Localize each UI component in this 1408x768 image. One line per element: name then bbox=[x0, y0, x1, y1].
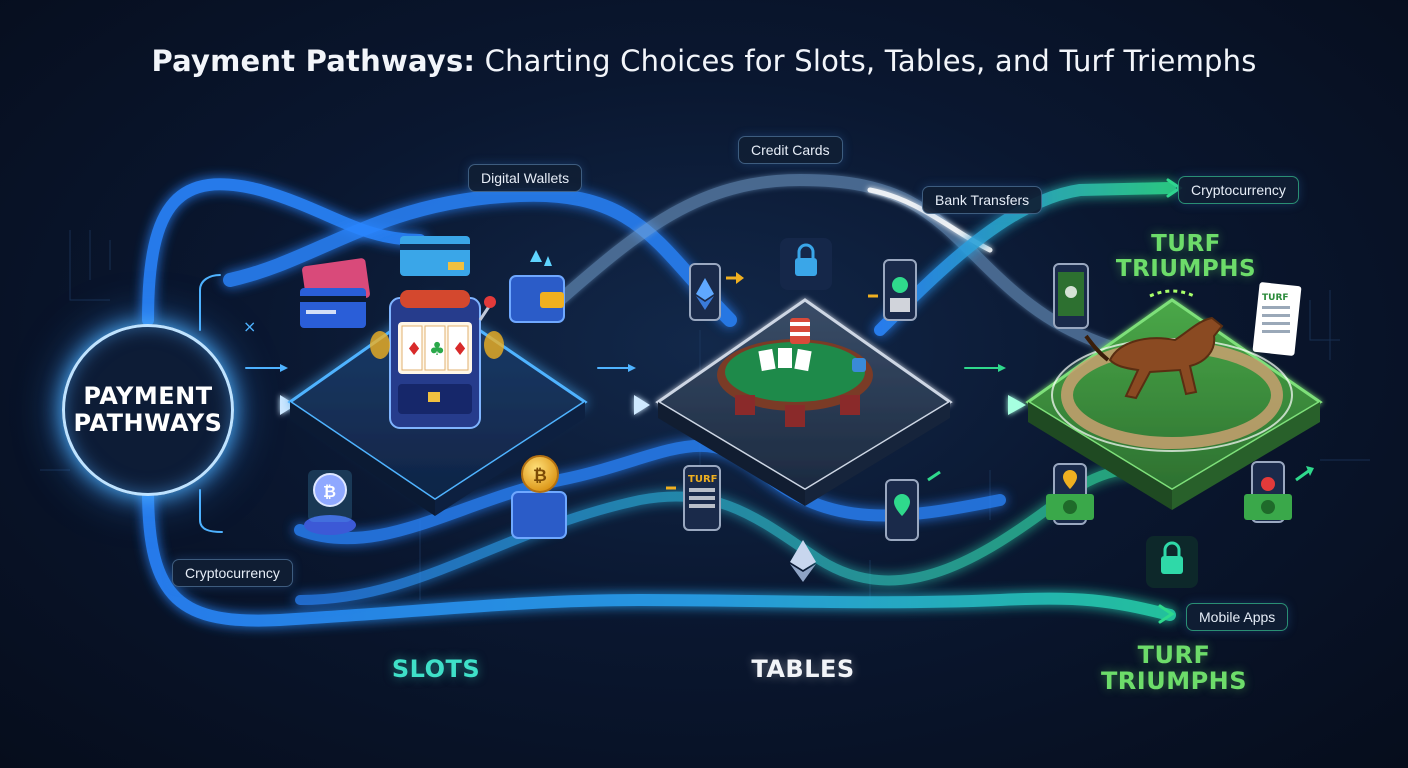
cash-phone-icon-2 bbox=[1244, 461, 1314, 523]
tag-cryptocurrency-left: Cryptocurrency bbox=[172, 559, 293, 587]
outer-loop-path bbox=[142, 178, 426, 326]
ticket-turf-text: TURF bbox=[1262, 293, 1289, 303]
label-slots: SLOTS bbox=[391, 655, 481, 683]
turf-platform: TURF bbox=[1025, 263, 1323, 588]
poker-table-icon bbox=[717, 318, 873, 427]
page-title: Payment Pathways: Charting Choices for S… bbox=[0, 44, 1408, 78]
lower-band-path bbox=[294, 439, 1006, 545]
connector-top bbox=[199, 274, 221, 331]
ethereum-icon bbox=[790, 540, 816, 582]
svg-text:♦: ♦ bbox=[406, 339, 422, 360]
lock-icon-top bbox=[780, 238, 832, 290]
slot-machine-icon: ♦ ♣ ♦ bbox=[370, 290, 504, 429]
bitcoin-hologram-icon: ₿ bbox=[304, 470, 356, 535]
label-turf-triumphs-bottom: TURF TRIUMPHS bbox=[1100, 641, 1248, 695]
tag-digital-wallets: Digital Wallets bbox=[468, 164, 583, 192]
betting-ticket-icon: TURF bbox=[1252, 282, 1302, 356]
wallet-icon bbox=[509, 250, 565, 323]
main-flow-arrowhead-2 bbox=[634, 395, 650, 415]
title-rest: Charting Choices for Slots, Tables, and … bbox=[475, 44, 1257, 78]
tag-bank-transfers: Bank Transfers bbox=[922, 186, 1043, 214]
cash-phone-icon-1 bbox=[1046, 463, 1094, 525]
outer-loop-bottom-path bbox=[142, 484, 1176, 627]
tables-platform: TURF bbox=[655, 238, 953, 582]
phone-turf-icon: TURF bbox=[666, 465, 721, 531]
payment-pathways-hub: PAYMENT PATHWAYS bbox=[62, 324, 234, 496]
tag-credit-cards: Credit Cards bbox=[738, 136, 843, 164]
phone-turf-text: TURF bbox=[688, 474, 717, 485]
x-mark: × bbox=[243, 317, 256, 336]
tag-mobile-apps: Mobile Apps bbox=[1186, 603, 1289, 631]
svg-text:₿: ₿ bbox=[323, 482, 336, 501]
slots-platform: ♦ ♣ ♦ bbox=[287, 236, 588, 539]
connector-bottom bbox=[199, 489, 223, 533]
horse-icon bbox=[1084, 316, 1224, 400]
svg-text:♣: ♣ bbox=[429, 339, 445, 360]
credit-cards-icon bbox=[300, 236, 470, 328]
phone-ethereum-icon bbox=[689, 263, 744, 321]
phone-turf-odds-icon bbox=[1053, 263, 1089, 329]
svg-text:₿: ₿ bbox=[533, 466, 547, 486]
label-turf-triumphs-top: TURF TRIUMPHS bbox=[1115, 231, 1257, 282]
hub-label: PAYMENT PATHWAYS bbox=[73, 382, 223, 437]
tag-cryptocurrency-top: Cryptocurrency bbox=[1178, 176, 1299, 204]
phone-receipt-icon bbox=[868, 259, 917, 321]
lock-icon-bottom bbox=[1146, 536, 1198, 588]
phone-map-pin-icon bbox=[885, 470, 941, 541]
main-flow-arrowhead-3 bbox=[1008, 395, 1026, 415]
svg-text:♦: ♦ bbox=[452, 339, 468, 360]
coin-wallet-icon: ₿ bbox=[511, 455, 567, 539]
main-flow-arrowhead-1 bbox=[280, 395, 296, 415]
upper-band-path bbox=[223, 187, 737, 327]
title-bold: Payment Pathways: bbox=[151, 44, 476, 78]
mobile-apps-arrowhead bbox=[1158, 604, 1175, 624]
label-tables: TABLES bbox=[751, 655, 855, 683]
